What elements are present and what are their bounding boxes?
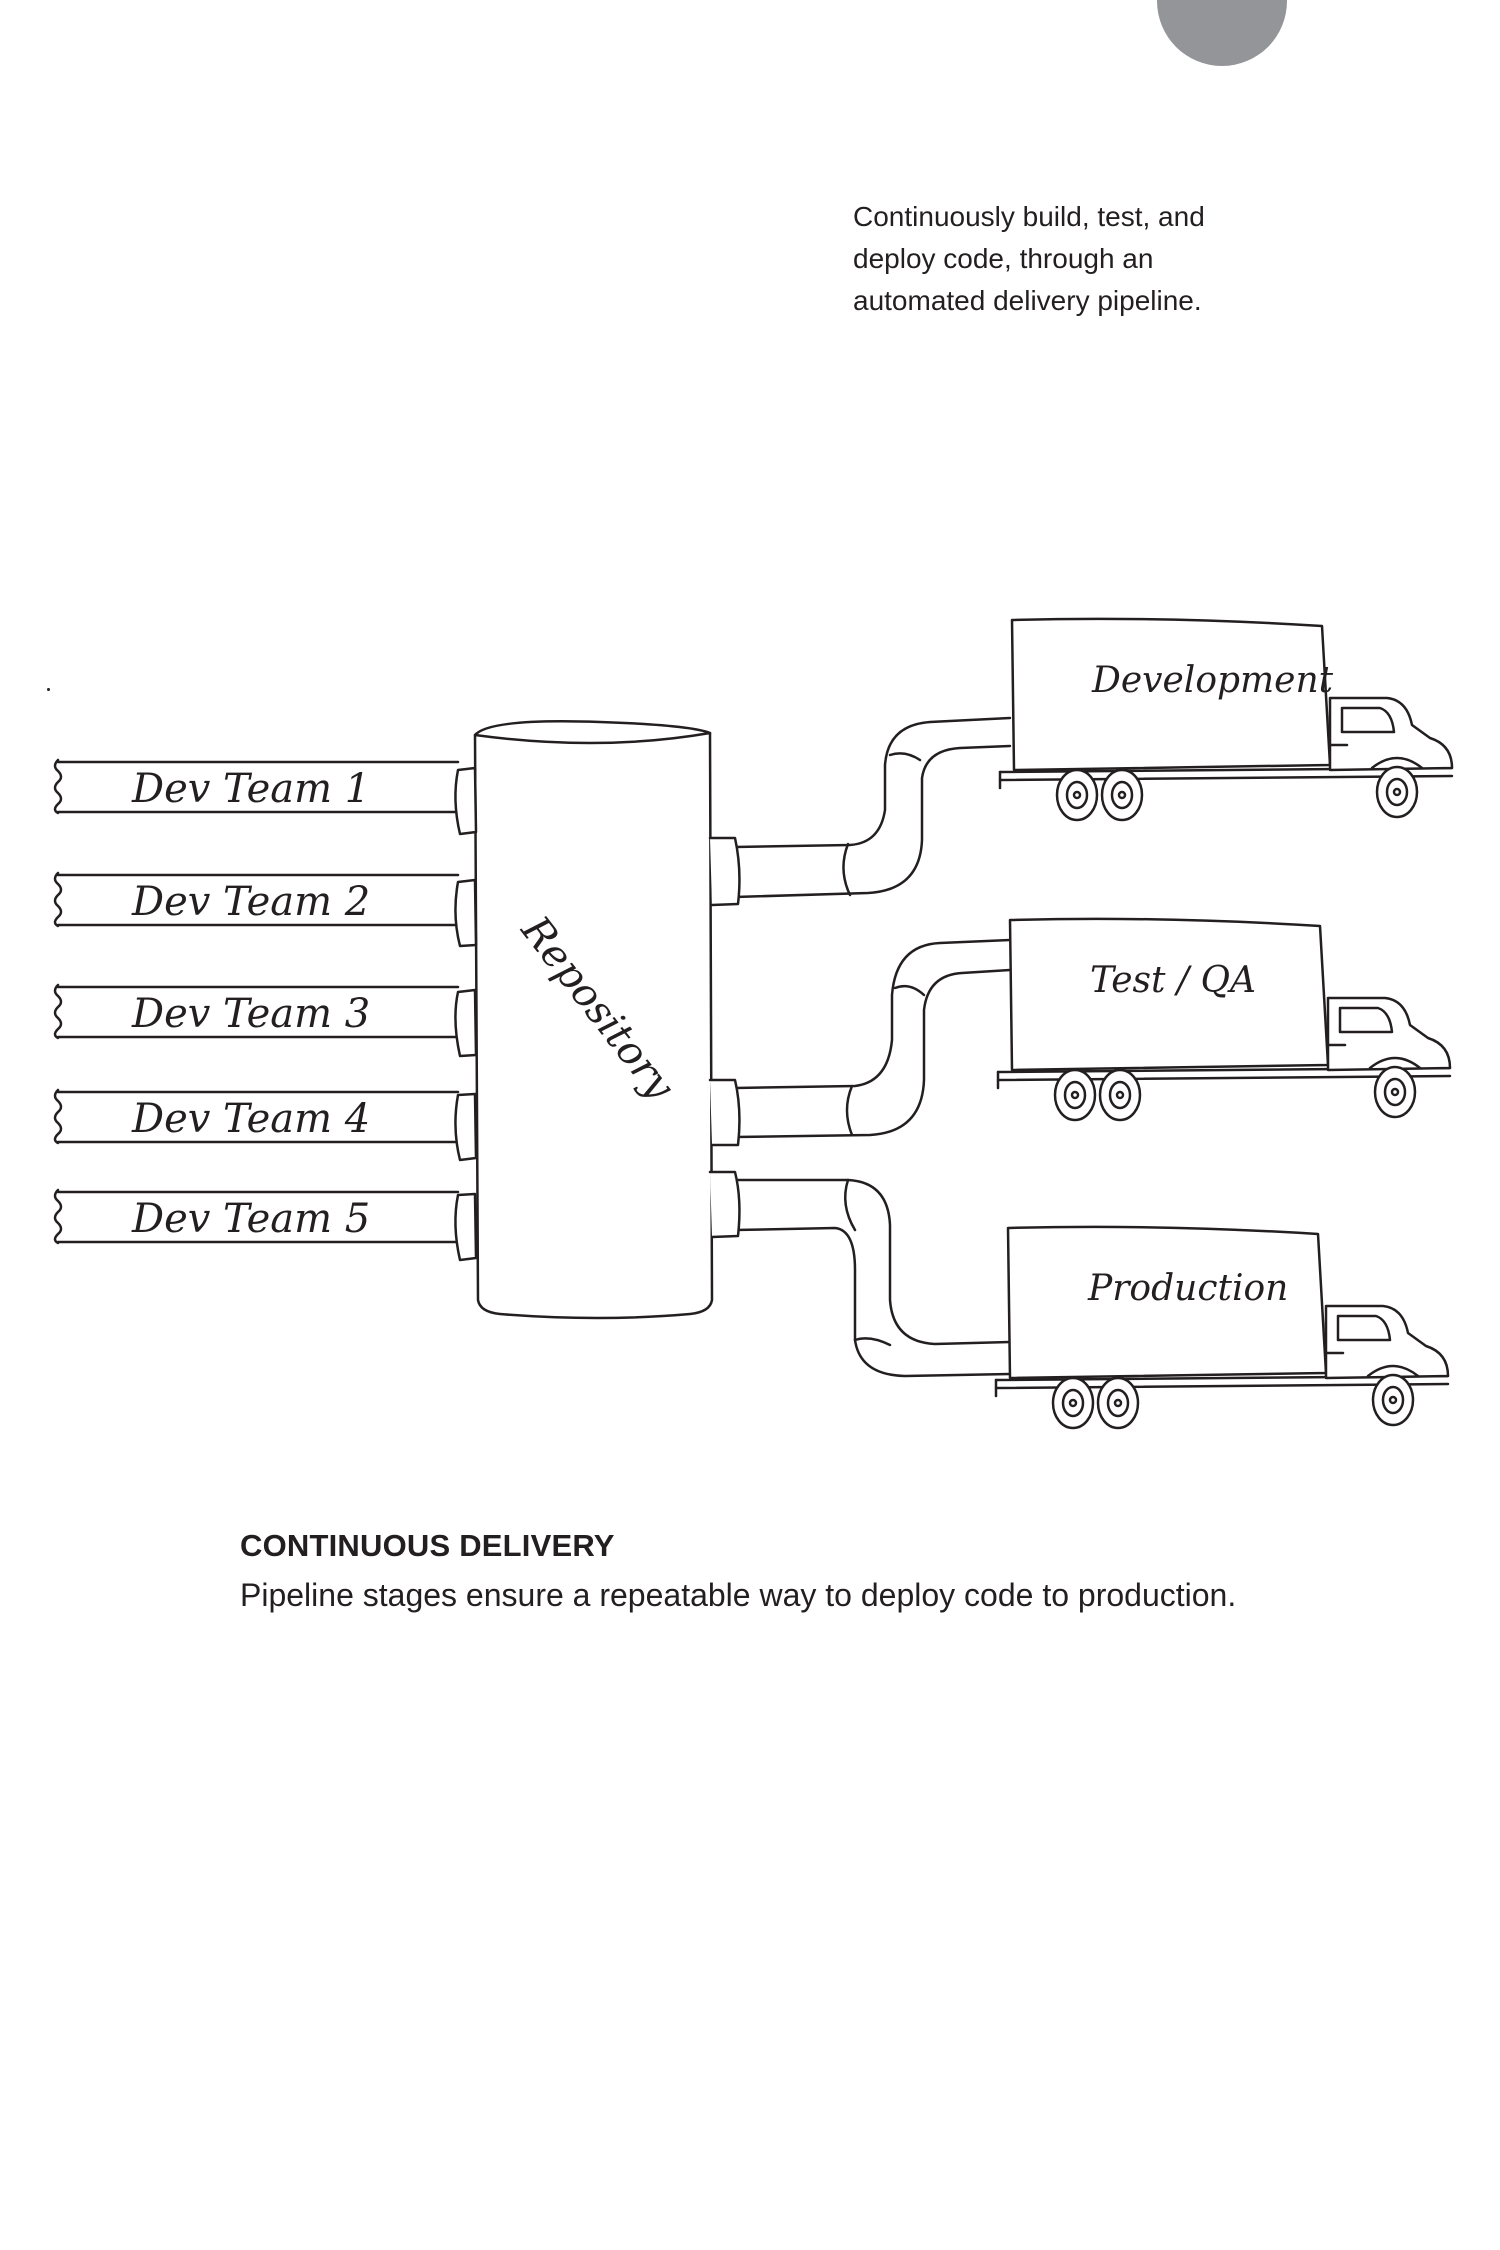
- dev-team-label: Dev Team 5: [131, 1196, 370, 1242]
- truck-production: Production: [994, 1225, 1450, 1430]
- dev-team-branch: Dev Team 1: [53, 758, 460, 815]
- truck-test-qa: Test / QA: [996, 917, 1452, 1122]
- pipe-to-production: [733, 1178, 1012, 1378]
- stray-mark: [47, 688, 50, 691]
- dev-team-branch: Dev Team 3: [53, 983, 460, 1040]
- stage-label: Production: [1087, 1268, 1288, 1309]
- caption: CONTINUOUS DELIVERY Pipeline stages ensu…: [240, 1522, 1240, 1620]
- pipe-to-development: [733, 716, 1012, 899]
- pipe-to-test: [733, 938, 1012, 1139]
- truck-development: Development: [998, 617, 1454, 822]
- stage-label: Test / QA: [1090, 960, 1256, 1001]
- dev-team-branches: Dev Team 1 Dev Team 2 Dev Team 3 Dev Team 4…: [53, 758, 460, 1245]
- stage-label: Development: [1091, 660, 1334, 701]
- dev-team-label: Dev Team 3: [131, 991, 370, 1037]
- dev-team-branch: Dev Team 5: [53, 1188, 460, 1245]
- caption-text: Pipeline stages ensure a repeatable way …: [240, 1577, 1237, 1613]
- dev-team-branch: Dev Team 4: [53, 1088, 460, 1145]
- page-number-marker: [1157, 0, 1287, 66]
- caption-title: CONTINUOUS DELIVERY: [240, 1528, 615, 1563]
- dev-team-label: Dev Team 2: [131, 879, 370, 925]
- dev-team-label: Dev Team 4: [131, 1096, 370, 1142]
- intro-text: Continuously build, test, and deploy cod…: [853, 201, 1205, 316]
- dev-team-label: Dev Team 1: [131, 766, 370, 812]
- repository-tank: Repository: [454, 720, 741, 1320]
- dev-team-branch: Dev Team 2: [53, 871, 460, 928]
- continuous-delivery-diagram: Dev Team 1 Dev Team 2 Dev Team 3 Dev Team 4…: [53, 617, 1454, 1430]
